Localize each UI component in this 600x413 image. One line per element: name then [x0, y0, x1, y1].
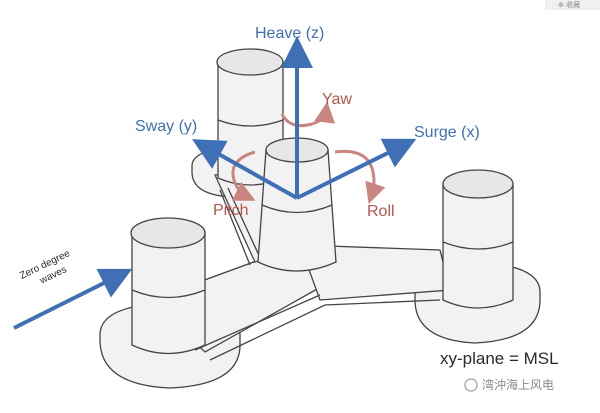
waves-direction-arrow — [13, 268, 133, 330]
front-left-column — [130, 217, 206, 355]
rotation-arrows — [231, 101, 386, 204]
watermark-text: 湾沖海上风电 — [482, 377, 554, 392]
waves-label: Zero degree waves — [18, 248, 72, 287]
svg-text:⊕ 收藏: ⊕ 收藏 — [558, 0, 580, 9]
surge-label: Surge (x) — [414, 124, 480, 141]
wechat-icon — [464, 378, 478, 392]
yaw-label: Yaw — [322, 91, 352, 108]
right-column — [442, 169, 514, 309]
corner-fragment: ⊕ 收藏 — [545, 0, 600, 10]
sway-axis-arrow — [192, 139, 298, 200]
plane-label: xy-plane = MSL — [440, 349, 559, 368]
roll-rotation-arrow — [334, 149, 386, 204]
pitch-label: Pitch — [213, 202, 249, 219]
watermark: 湾沖海上风电 — [464, 377, 554, 392]
roll-label: Roll — [367, 203, 395, 220]
surge-axis-arrow — [296, 138, 417, 200]
translation-axes — [13, 36, 417, 330]
pitch-rotation-arrow — [231, 150, 256, 201]
yaw-rotation-arrow — [280, 101, 336, 128]
sway-label: Sway (y) — [135, 118, 197, 135]
heave-label: Heave (z) — [255, 25, 324, 42]
